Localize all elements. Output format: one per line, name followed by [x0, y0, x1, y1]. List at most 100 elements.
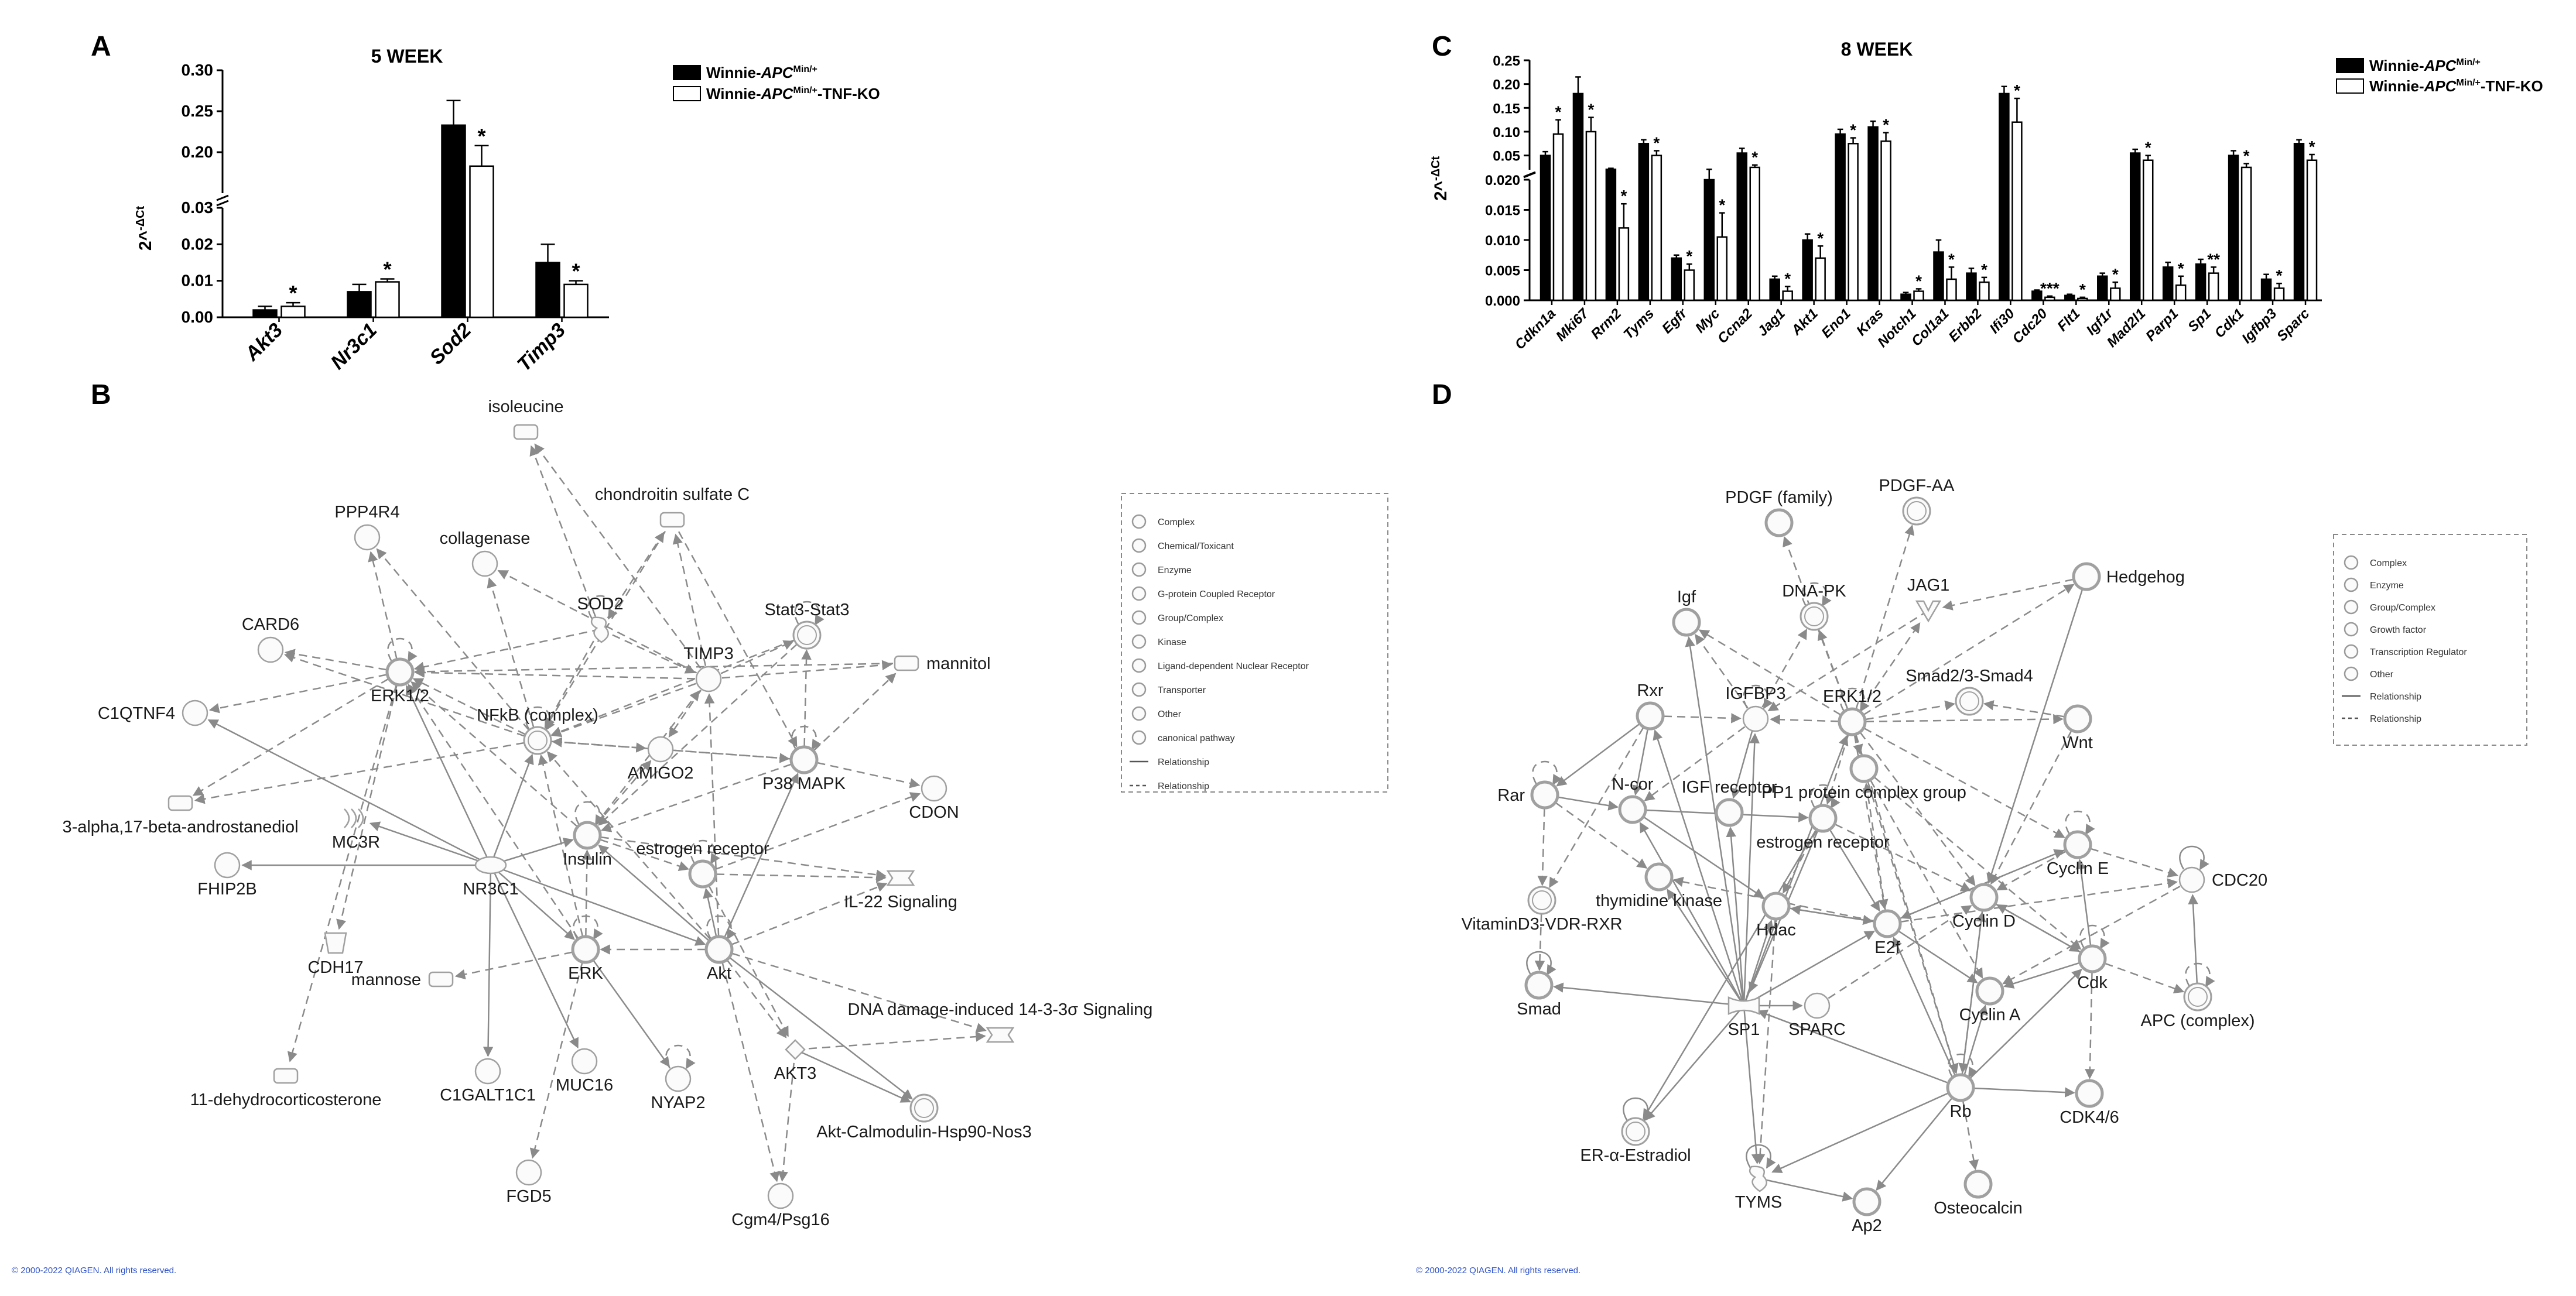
- category-label: Egfr: [1659, 305, 1691, 337]
- bar-erbb2-wt: [1966, 272, 1977, 301]
- node-label: Rar: [1497, 786, 1525, 805]
- node-sod2: SOD2: [577, 595, 623, 643]
- edge-direct: [2003, 958, 2093, 989]
- node-sp1: SP1: [1728, 996, 1760, 1039]
- node-label: CDH17: [307, 958, 363, 977]
- node-shape: [428, 971, 454, 988]
- legend-item-label: Relationship: [1158, 781, 1209, 791]
- bar-igfbp3-ko: [2273, 287, 2285, 301]
- node-label: 3-alpha,17-beta-androstanediol: [62, 818, 298, 836]
- node-estrogen: estrogen receptor: [636, 839, 769, 889]
- edge-indirect: [2085, 958, 2095, 1079]
- node-ppp4r4: PPP4R4: [334, 503, 400, 551]
- node-shape: [571, 1048, 598, 1075]
- category-label: Col1a1: [1908, 306, 1952, 349]
- node-label: Hdac: [1756, 921, 1796, 940]
- node-shape: [182, 700, 208, 726]
- node-shape: [474, 1058, 501, 1085]
- legend-shape-icon: [2344, 622, 2359, 637]
- legend-label-wt: Winnie-APCMin/+: [706, 64, 817, 81]
- edge-direct: [1960, 968, 2082, 1088]
- category-label: Sp1: [2185, 306, 2214, 335]
- y-tick-label: 0.005: [1485, 263, 1520, 279]
- bar-eno1-wt: [1835, 133, 1846, 301]
- bar-sp1-wt: [2195, 263, 2206, 301]
- edge-direct: [1776, 905, 1874, 925]
- edge-direct: [490, 865, 575, 940]
- edge-self-loop: [1623, 1097, 1653, 1122]
- node-igf: Igf: [1672, 588, 1701, 637]
- edge-direct: [1726, 827, 1745, 1006]
- node-thymidine: thymidine kinase: [1596, 862, 1722, 910]
- category-label: Sod2: [426, 319, 476, 369]
- chart-a-axes: 0.000.010.020.030.200.250.30: [182, 61, 609, 326]
- legend-shape-icon: [1131, 514, 1147, 529]
- edge-direct: [483, 865, 494, 1057]
- copyright-d: © 2000-2022 QIAGEN. All rights reserved.: [1416, 1266, 1581, 1276]
- chart-c-title: 8 WEEK: [1841, 39, 1913, 60]
- edge-direct: [1553, 982, 1744, 1007]
- legend-shape-icon: [1131, 610, 1147, 625]
- significance-star: *: [2145, 139, 2151, 157]
- edge-self-loop: [2079, 924, 2110, 949]
- chart-8-week: 8 WEEK 2^-ΔCt 0.0000.0050.0100.0150.0200…: [1429, 39, 2543, 353]
- node-label: Wnt: [2062, 733, 2093, 752]
- node-dnapk: DNA-PK: [1782, 582, 1846, 631]
- legend-item-label: Chemical/Toxicant: [1158, 541, 1234, 551]
- bar-kras-wt: [1867, 126, 1879, 301]
- node-shape: [659, 512, 685, 528]
- bar-egfr-wt: [1671, 257, 1682, 301]
- node-shape: [515, 1159, 542, 1186]
- significance-star: *: [1686, 247, 1692, 265]
- node-shape: [590, 616, 609, 643]
- node-label: NFkB (complex): [477, 706, 598, 725]
- edge-direct: [1643, 818, 1824, 1120]
- panel-letter-c: C: [1432, 31, 1452, 62]
- legend-shape-icon: [2344, 644, 2359, 659]
- bar-jag1-wt: [1769, 278, 1780, 301]
- edge-direct: [1771, 1086, 1961, 1173]
- node-label: NYAP2: [651, 1093, 706, 1112]
- node-label: DNA damage-induced 14-3-3σ Signaling: [848, 1000, 1153, 1019]
- node-il22: IL-22 Signaling: [844, 870, 957, 911]
- node-shape: [1715, 798, 1744, 827]
- axis-break-mark: [216, 200, 229, 207]
- node-erk: ERK: [568, 935, 603, 983]
- node-shape: [986, 1027, 1015, 1043]
- edge-direct: [1743, 920, 1774, 1006]
- legend-item-label: Kinase: [1158, 637, 1186, 647]
- chart-a-title: 5 WEEK: [371, 46, 443, 67]
- significance-star: *: [1948, 250, 1955, 268]
- panel-letter-b: B: [91, 379, 111, 410]
- node-e2f: E2f: [1873, 909, 1902, 957]
- edge-self-loop: [1839, 687, 1870, 712]
- edge-direct: [795, 1048, 911, 1103]
- node-shape: [1644, 862, 1674, 892]
- legend-label-ko: Winnie-APCMin/+-TNF-KO: [2369, 77, 2543, 95]
- y-tick-label: 0.02: [182, 235, 214, 253]
- node-shape: [1969, 883, 1999, 912]
- node-label: chondroitin sulfate C: [595, 485, 750, 504]
- legend-shape-icon: [1131, 562, 1147, 577]
- node-label: Cyclin E: [2047, 859, 2109, 878]
- edge-self-loop: [587, 595, 618, 620]
- edge-indirect: [597, 635, 808, 826]
- node-label: Stat3-Stat3: [764, 601, 849, 619]
- legend-item-label: Complex: [1158, 517, 1195, 527]
- legend-item-label: Group/Complex: [2370, 603, 2435, 613]
- node-shape: [257, 636, 284, 663]
- edge-indirect: [1852, 584, 2075, 723]
- node-label: CDON: [909, 803, 959, 822]
- significance-star: *: [1915, 272, 1922, 290]
- bar-notch1-ko: [1913, 290, 1924, 301]
- node-label: N-cor: [1612, 775, 1654, 794]
- edge-indirect: [778, 1049, 796, 1182]
- bar-myc-wt: [1703, 179, 1715, 301]
- edge-direct: [405, 684, 492, 866]
- chart-a-legend: Winnie-APCMin/+ Winnie-APCMin/+-TNF-KO: [673, 64, 880, 102]
- node-hedgehog: Hedgehog: [2072, 562, 2185, 591]
- edge-direct: [1887, 923, 1978, 983]
- significance-star: *: [1719, 196, 1725, 214]
- edge-indirect: [454, 948, 586, 980]
- edge-indirect: [1887, 878, 2178, 925]
